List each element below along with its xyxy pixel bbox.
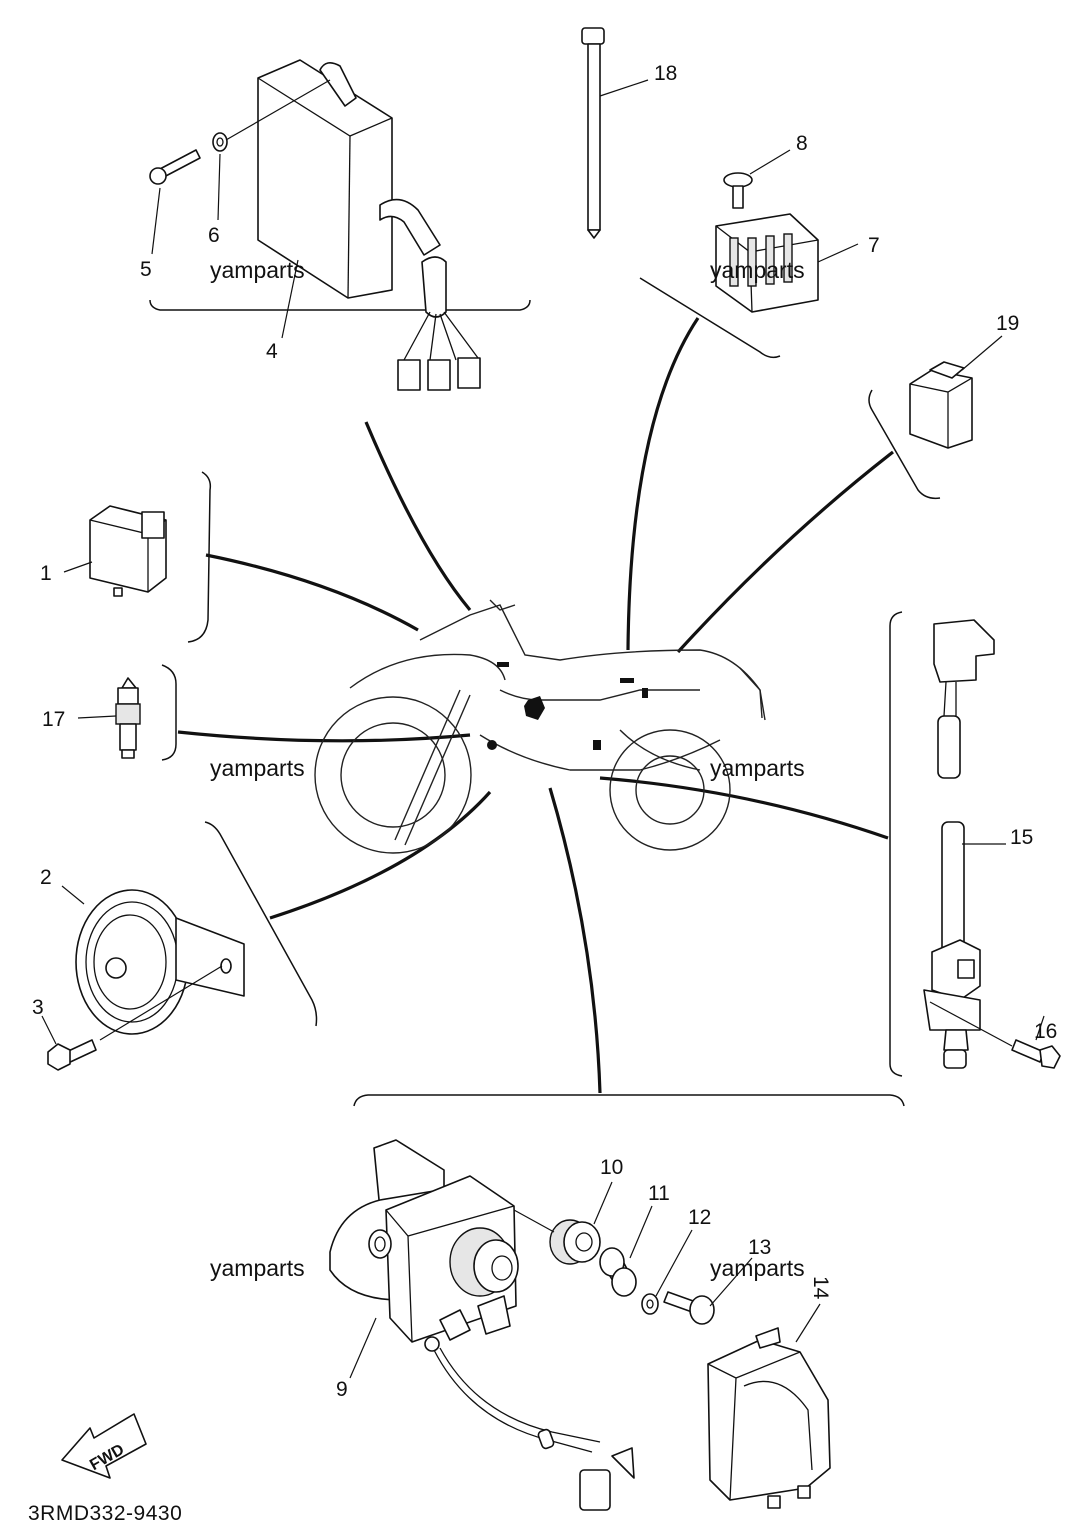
callout-3: 3 xyxy=(32,996,44,1019)
starter-relay-icon xyxy=(329,1139,635,1511)
callout-11: 11 xyxy=(648,1182,670,1205)
watermark-text: yamparts xyxy=(210,755,305,781)
callout-9: 9 xyxy=(336,1378,348,1401)
watermark-text: yamparts xyxy=(710,257,805,283)
watermarks: yamparts yamparts yamparts yamparts yamp… xyxy=(210,257,805,1281)
relay-icon xyxy=(89,505,167,597)
screw-icon xyxy=(723,172,753,209)
callout-12: 12 xyxy=(688,1206,711,1229)
callout-15: 15 xyxy=(1010,826,1033,849)
switch-lead-icon xyxy=(923,619,995,1069)
motorcycle-outline xyxy=(314,599,766,854)
cable-band-icon xyxy=(581,27,605,239)
bolt-icon xyxy=(1011,1039,1061,1069)
callout-10: 10 xyxy=(600,1156,623,1179)
flasher-icon xyxy=(909,361,973,449)
drawing-code: 3RMD332-9430 xyxy=(28,1502,182,1525)
group-brackets xyxy=(149,277,941,1107)
callout-17: 17 xyxy=(42,708,65,731)
callout-1: 1 xyxy=(40,562,52,585)
screw-icon xyxy=(663,1291,715,1325)
connector-lines xyxy=(177,317,894,1094)
watermark-text: yamparts xyxy=(710,1255,805,1281)
watermark-text: yamparts xyxy=(210,257,305,283)
callout-leaders xyxy=(41,79,1045,1379)
horn-icon xyxy=(75,889,245,1035)
callout-7: 7 xyxy=(868,234,880,257)
callout-13: 13 xyxy=(748,1236,771,1259)
sender-switch-icon xyxy=(115,677,141,759)
cdi-unit-icon xyxy=(257,59,481,391)
washer-icon xyxy=(212,132,228,152)
washer-icon xyxy=(641,1293,659,1315)
callout-18: 18 xyxy=(654,62,677,85)
callout-19: 19 xyxy=(996,312,1019,335)
watermark-text: yamparts xyxy=(210,1255,305,1281)
screw-icon xyxy=(149,149,201,185)
callout-5: 5 xyxy=(140,258,152,281)
cover-icon xyxy=(707,1327,831,1509)
callout-4: 4 xyxy=(266,340,278,363)
damper-icon xyxy=(549,1219,601,1265)
callout-16: 16 xyxy=(1034,1020,1057,1043)
rectifier-regulator-icon xyxy=(715,213,819,313)
bolt-icon xyxy=(47,1039,97,1071)
forward-arrow-icon: FWD xyxy=(61,1413,147,1479)
callout-2: 2 xyxy=(40,866,52,889)
watermark-text: yamparts xyxy=(710,755,805,781)
callout-14: 14 xyxy=(809,1276,832,1300)
callout-6: 6 xyxy=(208,224,220,247)
collar-icon xyxy=(599,1247,637,1297)
callout-8: 8 xyxy=(796,132,808,155)
callout-numbers: 1 2 3 4 5 6 7 8 9 10 11 12 13 14 15 16 1… xyxy=(32,62,1057,1401)
